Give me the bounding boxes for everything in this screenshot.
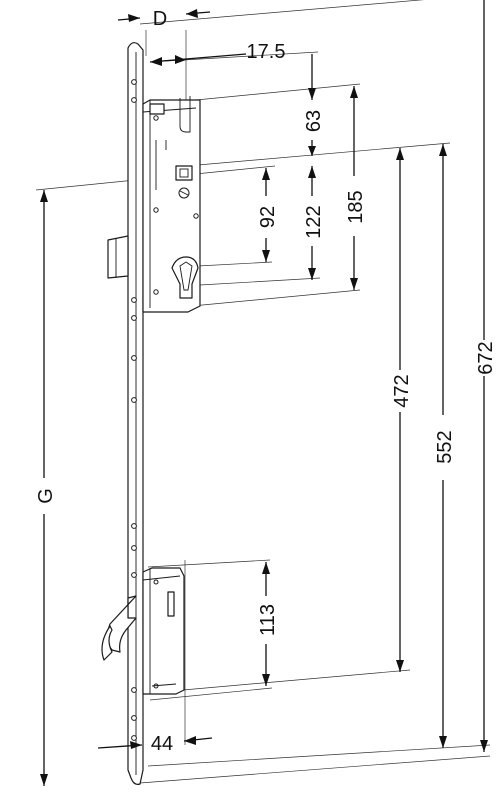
screw-hole-icon	[131, 355, 137, 361]
slot-icon	[167, 591, 175, 617]
label-185: 185	[345, 190, 367, 223]
label-92: 92	[257, 206, 279, 228]
latch-bolt	[107, 235, 129, 279]
screw-hole-icon	[131, 315, 137, 321]
label-113: 113	[257, 604, 279, 636]
label-63: 63	[303, 110, 325, 132]
screw-hole-icon	[131, 97, 137, 103]
screw-hole-icon	[131, 397, 137, 403]
lower-lock-case	[142, 567, 185, 695]
extension-lines	[35, 0, 491, 784]
label-44: 44	[151, 733, 173, 755]
screw-hole-icon	[131, 545, 137, 551]
label-g: G	[35, 488, 57, 504]
label-672: 672	[475, 341, 496, 374]
screw-hole-icon	[131, 687, 137, 693]
label-122: 122	[303, 205, 325, 238]
faceplate	[127, 42, 144, 785]
screw-hole-icon	[131, 735, 137, 741]
label-d: D	[153, 8, 167, 30]
screw-hole-icon	[131, 297, 137, 303]
screw-hole-icon	[131, 572, 137, 578]
label-552: 552	[434, 430, 456, 463]
label-472: 472	[391, 374, 413, 407]
dimension-labels: D 17.5 63 92 122 185 472 552 672 G 113 4…	[35, 8, 496, 755]
spindle-square-icon	[175, 165, 193, 181]
label-17-5: 17.5	[247, 41, 286, 63]
screw-hole-icon	[131, 523, 137, 529]
main-lock-case	[142, 96, 201, 313]
hook-bolt	[101, 595, 137, 661]
screw-hole-icon	[131, 79, 137, 85]
dimension-lines	[40, 0, 488, 786]
screw-hole-icon	[131, 715, 137, 721]
